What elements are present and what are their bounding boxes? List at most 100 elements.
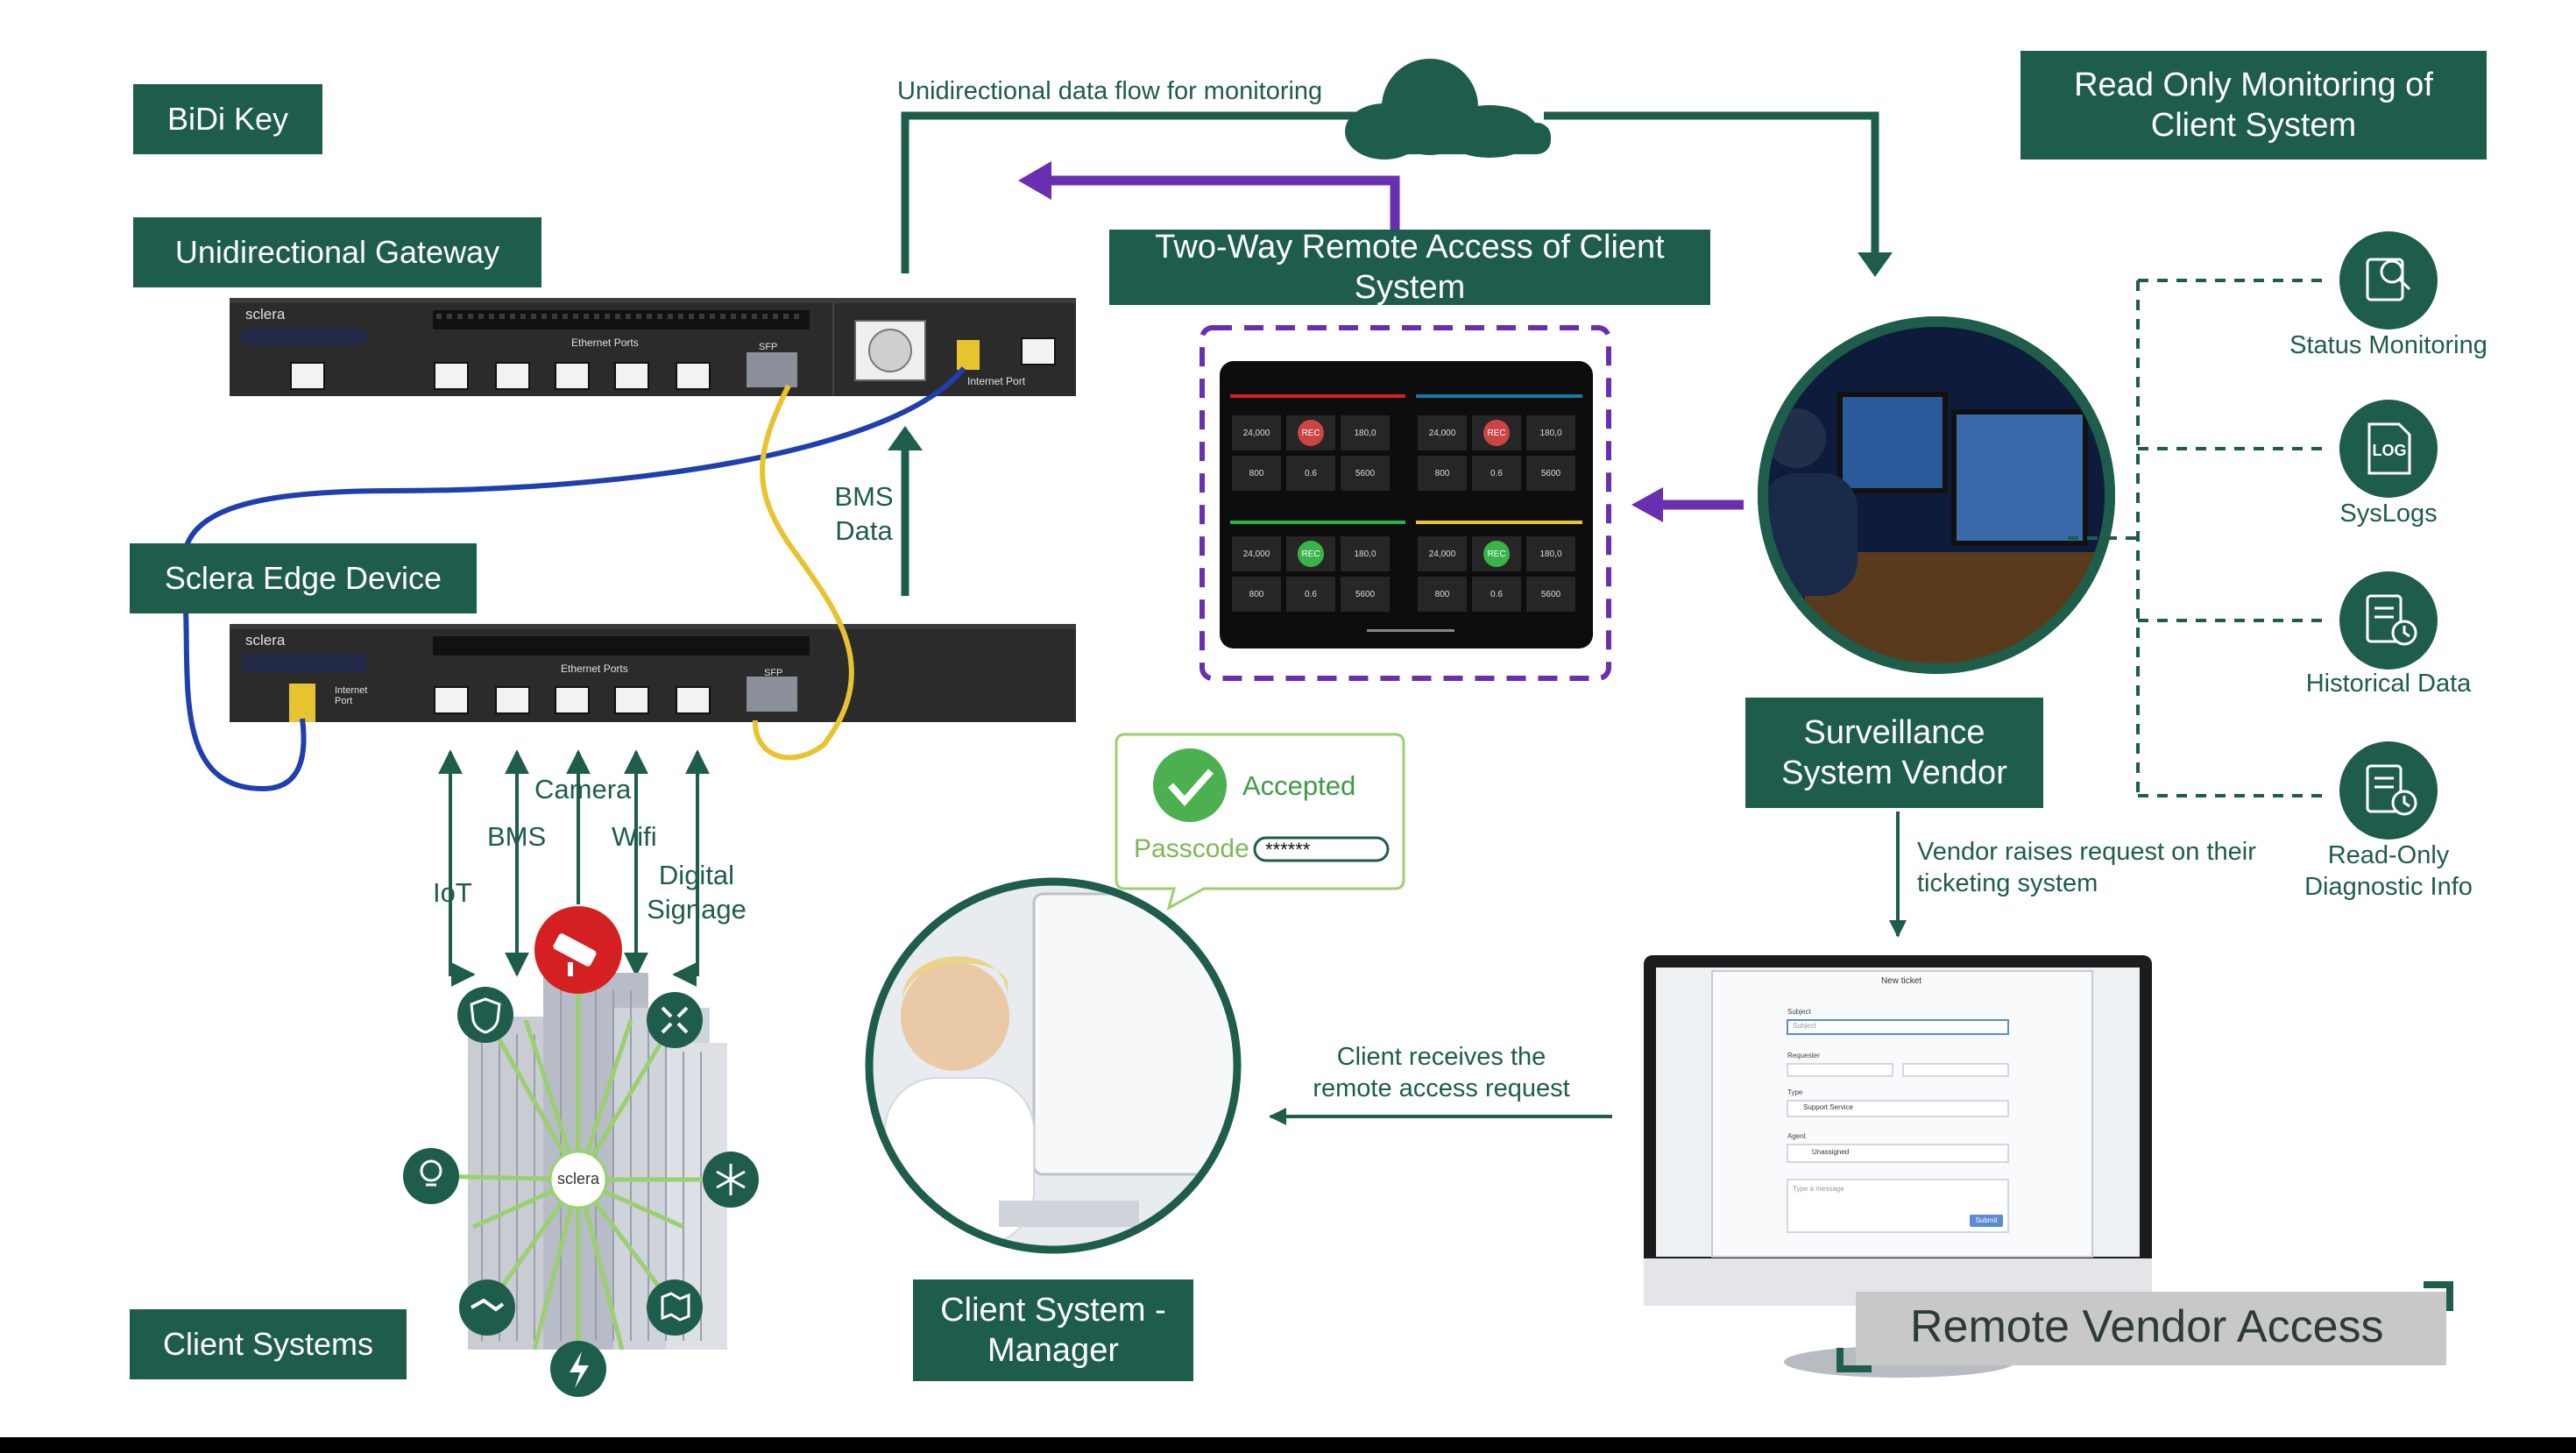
tile-value: 5600: [1341, 456, 1390, 491]
remote-vendor-access-label: Remote Vendor Access: [1910, 1301, 2384, 1352]
tablet-tile: 24,000 REC 180,0 800 0.6 5600: [1414, 405, 1586, 508]
bidi-key-label: BiDi Key: [133, 84, 322, 154]
client-system-manager-label: Client System - Manager: [913, 1279, 1193, 1381]
monitoring-connectors: [2068, 279, 2331, 797]
power-node-icon: [550, 1341, 606, 1397]
handshake-node-icon: [459, 1279, 515, 1336]
ticket-requester-label: Requester: [1787, 1052, 1820, 1060]
svg-text:LOG: LOG: [2373, 442, 2407, 459]
tile-value: 24,000: [1418, 415, 1467, 450]
yellow-cable: [752, 384, 854, 761]
tile-value: 0.6: [1286, 456, 1335, 491]
tile-value: 180,0: [1526, 415, 1575, 450]
accepted-check-icon: [1153, 748, 1227, 822]
remote-access-return-line: [1050, 175, 1400, 230]
hub-label: sclera: [556, 1170, 599, 1187]
gateway-brand-label: sclera: [245, 306, 286, 322]
tile-value: 5600: [1341, 577, 1390, 612]
tile-value: 24,000: [1232, 415, 1281, 450]
gateway-sfp-label: SFP: [759, 342, 778, 352]
tile-status: REC: [1472, 415, 1521, 450]
two-way-remote-access-label: Two-Way Remote Access of Client System: [1109, 229, 1710, 306]
tile-value: 0.6: [1472, 456, 1521, 491]
historical-data-icon: [2339, 571, 2438, 670]
surveillance-vendor-photo: [1758, 316, 2115, 674]
vendor-to-tablet-arrowhead: [1631, 487, 1663, 522]
accepted-label: Accepted: [1242, 770, 1356, 801]
tile-value: 0.6: [1286, 577, 1335, 612]
tile-value: 800: [1418, 577, 1467, 612]
unidirectional-flow-label: Unidirectional data flow for monitoring: [897, 77, 1323, 105]
status-monitoring-icon: [2339, 231, 2438, 330]
edge-sfp-label: SFP: [764, 668, 783, 678]
ticket-type-label: Type: [1787, 1088, 1803, 1096]
vendor-raises-request-label: Vendor raises request on their ticketing…: [1917, 838, 2256, 898]
tile-value: 5600: [1526, 456, 1575, 491]
ticket-agent-label: Agent: [1787, 1132, 1806, 1140]
tile-value: 800: [1418, 456, 1467, 491]
gateway-internet-port-label: Internet Port: [967, 375, 1026, 387]
ticket-message-input[interactable]: Type a message: [1793, 1185, 1844, 1193]
edge-internet-port-label: Internet Port: [335, 685, 368, 707]
ticket-agent-select[interactable]: Unassigned: [1812, 1148, 1850, 1156]
monitoring-flow-line: [901, 111, 1371, 273]
bottom-bar: [0, 1437, 2576, 1453]
tile-value: 180,0: [1341, 415, 1390, 450]
ticket-submit-button[interactable]: Submit: [1975, 1216, 1998, 1224]
read-only-monitoring-label: Read Only Monitoring of Client System: [2020, 51, 2487, 159]
unidirectional-gateway-device: [230, 298, 1076, 396]
tile-value: 5600: [1526, 577, 1575, 612]
hub-center: [548, 1150, 608, 1209]
edge-ethernet-ports-label: Ethernet Ports: [561, 663, 628, 675]
diagnostic-info-label: Read-Only Diagnostic Info: [2304, 841, 2473, 902]
camera-label: Camera: [534, 774, 632, 804]
edge-brand-label: sclera: [245, 632, 286, 649]
tablet-tile: 24,000 REC 180,0 800 0.6 5600: [1414, 526, 1586, 629]
syslogs-label: SysLogs: [2339, 500, 2438, 528]
tile-status: REC: [1286, 536, 1335, 571]
map-node-icon: [647, 1279, 703, 1336]
ticket-subject-input[interactable]: Subject: [1793, 1022, 1816, 1030]
status-monitoring-label: Status Monitoring: [2289, 331, 2488, 359]
passcode-bubble: [1115, 733, 1405, 911]
client-receives-request-label: Client receives the remote access reques…: [1313, 1043, 1570, 1103]
passcode-value: ******: [1265, 839, 1311, 861]
surveillance-vendor-label: Surveillance System Vendor: [1745, 698, 2043, 808]
sclera-edge-device-label: Sclera Edge Device: [130, 543, 477, 613]
cloud-icon: [1345, 59, 1551, 159]
tablet-tile: 24,000 REC 180,0 800 0.6 5600: [1228, 526, 1400, 629]
historical-data-label: Historical Data: [2305, 670, 2472, 698]
iot-label: IoT: [433, 877, 472, 908]
tablet-tile: 24,000 REC 180,0 800 0.6 5600: [1228, 405, 1400, 508]
client-systems-label: Client Systems: [130, 1309, 407, 1379]
lightbulb-node-icon: [403, 1148, 459, 1204]
digital-signage-label: Digital Signage: [647, 860, 747, 925]
client-manager-photo: [865, 877, 1242, 1254]
tile-value: 180,0: [1341, 536, 1390, 571]
input-arrows: [438, 749, 710, 987]
ticket-type-select[interactable]: Support Service: [1803, 1103, 1853, 1111]
bms-data-arrowhead: [888, 426, 923, 450]
unidirectional-gateway-label: Unidirectional Gateway: [133, 217, 541, 287]
monitoring-flow-arrowhead: [1858, 252, 1893, 277]
bms-label: BMS: [487, 821, 547, 852]
diagnostic-info-icon: [2339, 741, 2438, 840]
tile-value: 800: [1232, 577, 1281, 612]
remote-access-return-arrowhead: [1018, 161, 1051, 200]
sclera-edge-device: [230, 624, 1076, 722]
tile-value: 24,000: [1418, 536, 1467, 571]
monitoring-flow-line-2: [1544, 111, 1879, 254]
camera-node-icon: [534, 906, 622, 994]
tile-value: 0.6: [1472, 577, 1521, 612]
wifi-label: Wifi: [612, 821, 657, 852]
security-node-icon: [457, 987, 513, 1043]
ticket-title: New ticket: [1880, 976, 1922, 986]
tile-value: 180,0: [1526, 536, 1575, 571]
expand-node-icon: [647, 992, 703, 1048]
passcode-field: [1253, 836, 1390, 862]
blue-cable: [180, 366, 966, 792]
tile-value: 800: [1232, 456, 1281, 491]
tile-status: REC: [1472, 536, 1521, 571]
remote-vendor-access-banner: [1836, 1281, 2453, 1372]
